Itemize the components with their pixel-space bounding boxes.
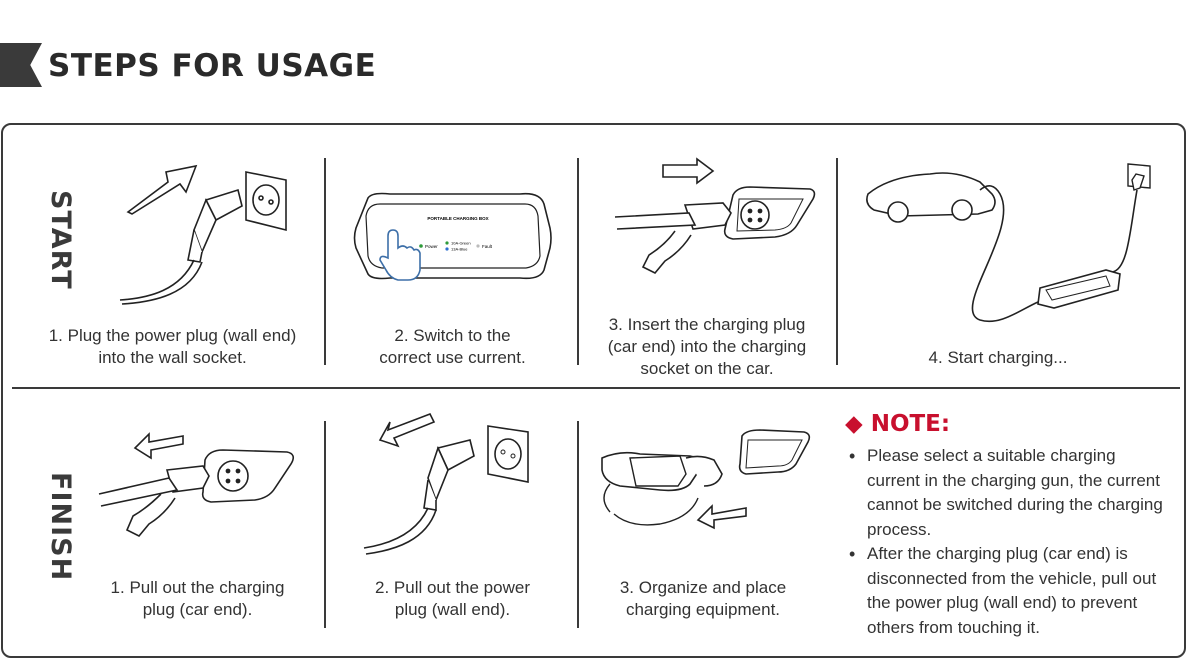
insert-car-plug-illustration (614, 157, 816, 274)
plug-into-wall-illustration (119, 164, 287, 305)
note-item: After the charging plug (car end) is dis… (848, 542, 1173, 640)
header-accent-tab (0, 43, 42, 87)
column-divider (324, 158, 326, 365)
finish-step-2-caption: 2. Pull out the power plug (wall end). (375, 578, 530, 619)
column-divider (324, 421, 326, 628)
note-item: Please select a suitable charging curren… (848, 444, 1173, 542)
finish-section-label: FINISH (45, 472, 76, 582)
box-blue-label: 13A-Blue (451, 247, 468, 252)
organize-equipment-illustration (601, 429, 811, 530)
row-divider (12, 387, 1180, 389)
start-section-label: START (45, 190, 76, 290)
start-step-2-caption: 2. Switch to the correct use current. (379, 326, 526, 367)
start-step-3-caption: 3. Insert the charging plug (car end) in… (607, 315, 807, 378)
finish-step-3-caption: 3. Organize and place charging equipment… (619, 578, 787, 619)
box-green-label: 10A-Green (451, 241, 471, 246)
box-title: PORTABLE CHARGING BOX (427, 216, 488, 221)
instructions-panel (1, 123, 1186, 658)
page-title: STEPS FOR USAGE (48, 48, 377, 84)
box-fault-label: Fault (482, 244, 493, 249)
box-power-label: Power (425, 244, 438, 249)
column-divider (577, 421, 579, 628)
start-step-1-caption: 1. Plug the power plug (wall end) into t… (48, 326, 297, 367)
finish-step-1-caption: 1. Pull out the charging plug (car end). (110, 578, 285, 619)
pull-car-plug-illustration (98, 432, 295, 537)
note-list: Please select a suitable charging curren… (848, 444, 1173, 640)
charging-box-illustration: PORTABLE CHARGING BOX Power 10A-Green 13… (353, 192, 552, 281)
car-charging-illustration (866, 163, 1151, 323)
pull-wall-plug-illustration (363, 412, 529, 555)
column-divider (577, 158, 579, 365)
note-title: ◆ NOTE: (845, 411, 951, 437)
column-divider (836, 158, 838, 365)
pointing-hand-icon (379, 229, 421, 281)
start-step-4-caption: 4. Start charging... (928, 348, 1068, 367)
